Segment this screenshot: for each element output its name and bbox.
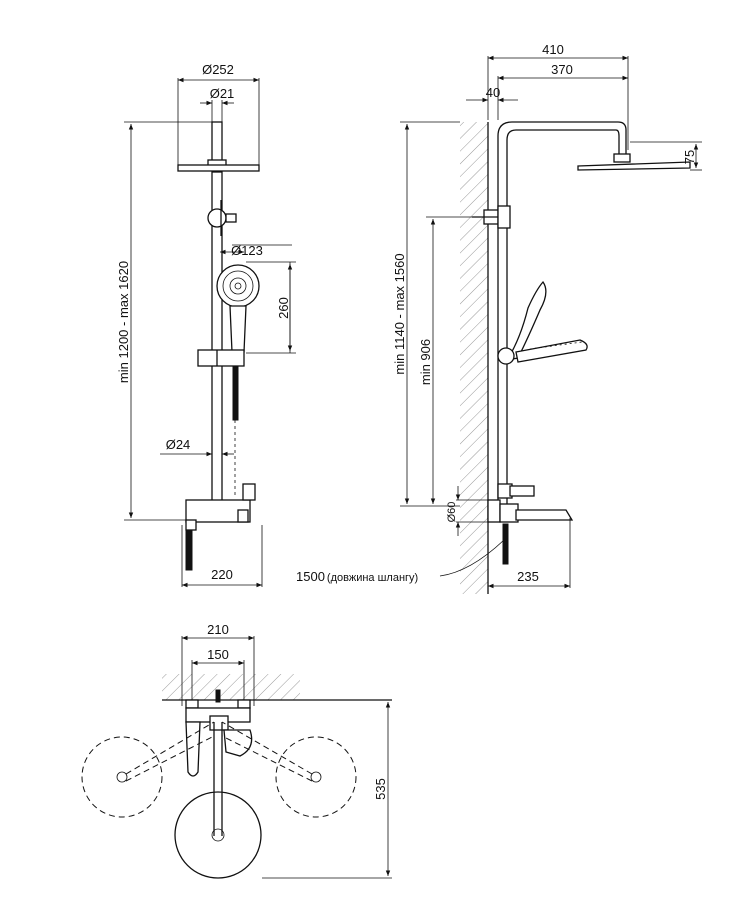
- dim-mixer-diameter: Ø60: [446, 502, 458, 523]
- dim-hose-length: 1500(довжина шлангу): [296, 569, 418, 584]
- dim-side-height-range: min 1140 - max 1560: [392, 253, 407, 374]
- dim-total-depth: 410: [542, 42, 564, 57]
- top-view: 210 150 535: [81, 622, 392, 879]
- dim-pipe-diameter: Ø24: [166, 437, 191, 452]
- dim-arm-reach: 370: [551, 62, 573, 77]
- dim-mixer-width: 220: [211, 567, 233, 582]
- dim-mount-spacing: 150: [207, 647, 229, 662]
- dim-arm-diameter: Ø21: [210, 86, 235, 101]
- side-view: 410 370 40 75: [296, 42, 702, 594]
- dim-top-depth: 535: [373, 778, 388, 800]
- top-wall-hatch: [162, 674, 300, 700]
- dim-bracket-height: min 906: [418, 339, 433, 385]
- dim-head-diameter: Ø252: [202, 62, 234, 77]
- front-view: Ø252 Ø21 Ø123 260: [116, 62, 296, 588]
- dim-head-height: 75: [682, 150, 697, 164]
- dim-wall-offset: 40: [486, 85, 500, 100]
- dim-hand-shower-height: 260: [276, 297, 291, 319]
- dim-spout-reach: 235: [517, 569, 539, 584]
- dim-front-height-range: min 1200 - max 1620: [116, 261, 131, 383]
- wall-hatch: [460, 122, 488, 594]
- dim-hand-shower-diameter: Ø123: [231, 243, 263, 258]
- dim-mount-width: 210: [207, 622, 229, 637]
